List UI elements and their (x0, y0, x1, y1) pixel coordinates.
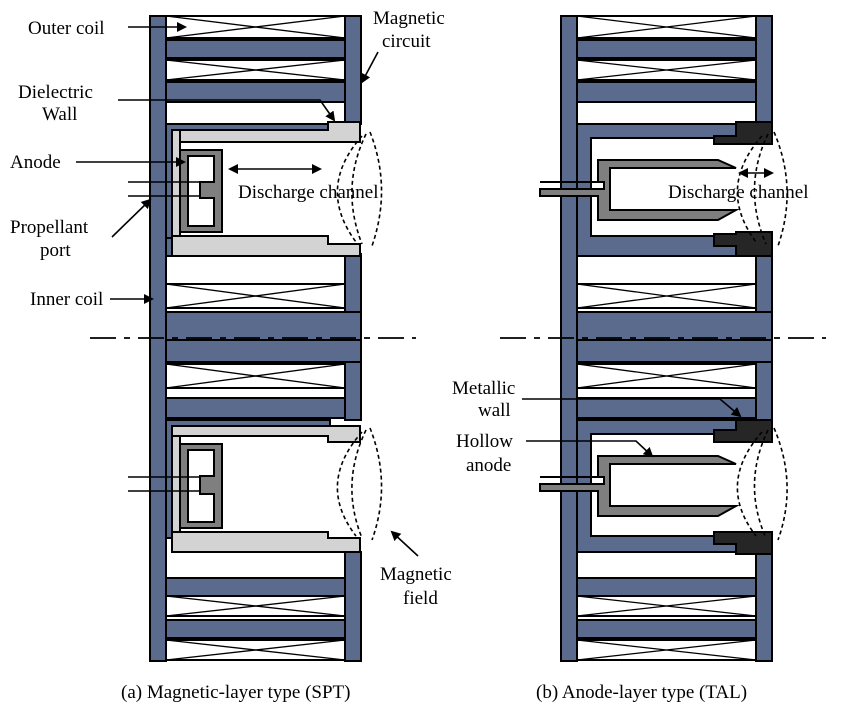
label-magnetic-circuit-1: Magnetic (373, 8, 445, 29)
spt-magnetic-field-lines (336, 131, 383, 541)
leader-lines (76, 22, 742, 557)
label-propellant-port-1: Propellant (10, 217, 89, 238)
label-anode: Anode (10, 152, 61, 173)
label-magnetic-circuit-2: circuit (382, 31, 431, 52)
spt-thruster (128, 15, 383, 662)
label-magnetic-field-2: field (403, 588, 438, 609)
spt-dielectric-wall (171, 121, 361, 553)
spt-coils (165, 15, 346, 661)
label-metallic-wall-2: wall (478, 400, 511, 421)
label-discharge-channel-a: Discharge channel (238, 182, 379, 203)
label-hollow-anode-1: Hollow (456, 431, 513, 452)
label-inner-coil: Inner coil (30, 289, 103, 310)
spt-propellant-port (128, 181, 200, 492)
tal-metallic-wall (713, 121, 773, 555)
label-metallic-wall-1: Metallic (452, 378, 515, 399)
caption-spt: (a) Magnetic-layer type (SPT) (121, 682, 351, 703)
tal-thruster (539, 15, 788, 662)
spt-anode (179, 149, 223, 529)
label-dielectric-wall-2: Wall (42, 104, 77, 125)
caption-tal: (b) Anode-layer type (TAL) (536, 682, 747, 703)
label-dielectric-wall-1: Dielectric (18, 82, 93, 103)
label-propellant-port-2: port (40, 240, 71, 261)
tal-magnetic-field-lines (736, 131, 788, 541)
label-outer-coil: Outer coil (28, 18, 105, 39)
label-discharge-channel-b: Discharge channel (668, 182, 809, 203)
tal-coils (576, 15, 757, 661)
label-hollow-anode-2: anode (466, 455, 511, 476)
tal-hollow-anode (539, 159, 740, 517)
label-magnetic-field-1: Magnetic (380, 564, 452, 585)
